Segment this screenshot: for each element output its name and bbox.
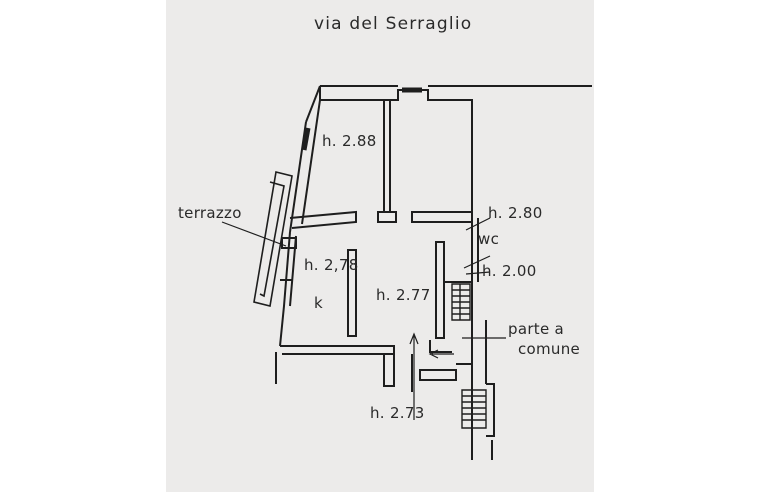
wc-leader: [463, 255, 491, 269]
stairs-lower: [461, 389, 487, 429]
terrazzo-leader: [221, 221, 287, 247]
stairs-upper: [451, 283, 471, 321]
common-arrow: [428, 349, 454, 359]
entrance-pillar: [383, 353, 395, 387]
mid-wall-left: [289, 210, 357, 229]
height-label-corridor: h. 2.80: [488, 204, 543, 222]
common-part-label-line1: parte a: [508, 320, 565, 338]
common-part-label-line2: comune: [518, 340, 581, 358]
wc-label: wc: [478, 230, 500, 248]
bottom-wall: [280, 345, 395, 355]
entrance-arrow: [409, 332, 419, 420]
kitchen-wall: [347, 249, 357, 337]
kitchen-label: k: [314, 294, 323, 312]
left-wall-upper: [289, 99, 321, 233]
height-label-wc: h. 2.00: [482, 262, 537, 280]
street-name: via del Serraglio: [314, 14, 473, 34]
left-wall-middle: [279, 231, 297, 347]
wc-wall: [435, 241, 445, 339]
paper-sheet: [166, 0, 594, 492]
height-label-living: h. 2.77: [376, 286, 431, 304]
terrace-label: terrazzo: [178, 204, 242, 222]
partition-wall-top: [383, 100, 391, 213]
height-label-mid-left-room: h. 2,78: [304, 256, 359, 274]
landing-walls: [419, 369, 457, 381]
mid-wall-right: [411, 211, 473, 223]
h280-leader: [465, 217, 491, 231]
height-label-top-left-room: h. 2.88: [322, 132, 377, 150]
height-label-entrance: h. 2.73: [370, 404, 425, 422]
h200-leader: [465, 271, 491, 275]
top-wall: [319, 86, 473, 218]
